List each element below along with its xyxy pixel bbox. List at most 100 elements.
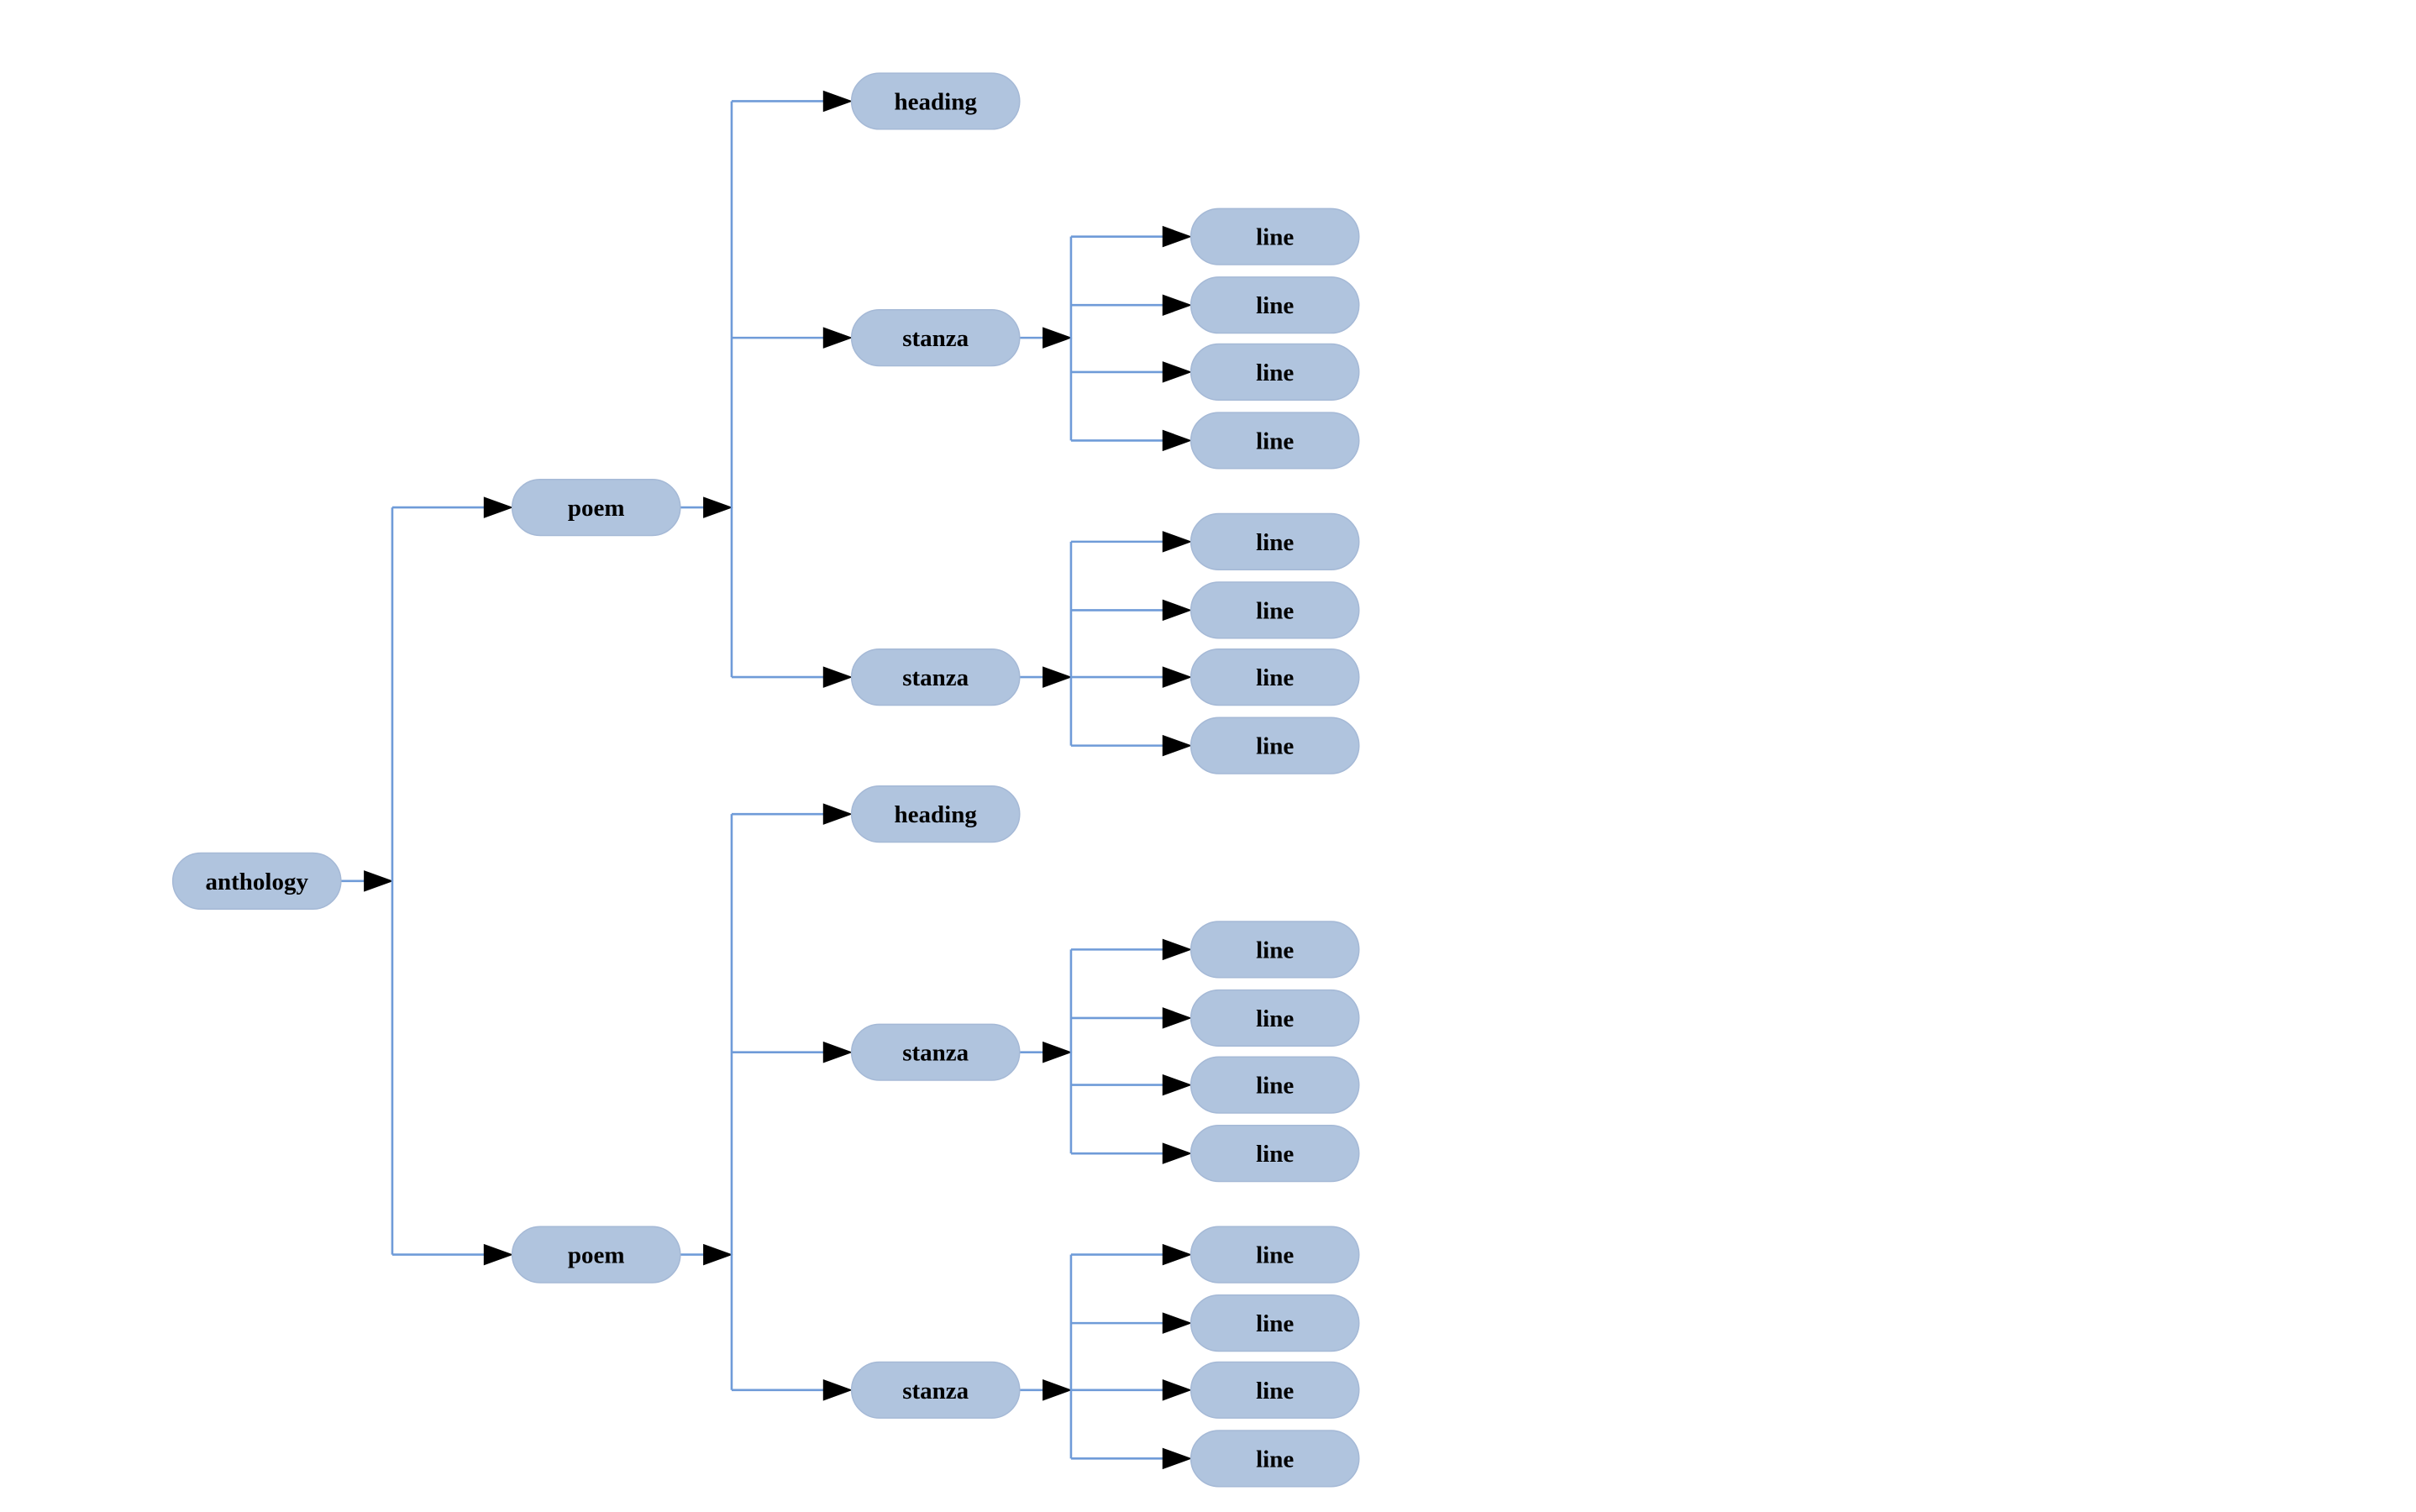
edge-poem-0-branch-arrow-1 bbox=[822, 327, 853, 349]
node-poem-1-stanza-0-line-0: line bbox=[1190, 921, 1360, 979]
node-poem-0-stanza-1: stanza bbox=[850, 648, 1021, 706]
node-poem-1-stanza-0-line-1-shape bbox=[1190, 989, 1360, 1047]
node-poem-1-label: poem bbox=[568, 1242, 625, 1269]
node-poem-1-stanza-0-line-2-label: line bbox=[1256, 1073, 1294, 1100]
node-poem-0: poem bbox=[511, 479, 681, 537]
edge-poem-1-branch-arrow-1 bbox=[822, 1041, 853, 1063]
node-poem-1-stanza-1-line-0-label: line bbox=[1256, 1242, 1294, 1269]
node-poem-0-heading-shape bbox=[850, 72, 1021, 130]
node-poem-1-stanza-0-line-3: line bbox=[1190, 1125, 1360, 1183]
node-poem-0-stanza-0: stanza bbox=[850, 309, 1021, 367]
node-poem-0-stanza-0-line-0: line bbox=[1190, 207, 1360, 265]
node-poem-0-stanza-1-line-2: line bbox=[1190, 648, 1360, 706]
edge-poem-1-stanza-0-branch-arrow-3 bbox=[1162, 1142, 1193, 1164]
edge-poem-0-stanza-1-branch-arrow-1 bbox=[1162, 599, 1193, 622]
edge-poem-0-stanza-0-branch-arrow-2 bbox=[1162, 361, 1193, 383]
edge-poem-1-stanza-1-branch-arrow-0 bbox=[1162, 1243, 1193, 1266]
edge-poem-0-stanza-0-branch-arrow-0 bbox=[1162, 225, 1193, 248]
edge-poem-1-stanza-0-stub-arrow bbox=[1043, 1041, 1073, 1063]
node-poem-0-stanza-0-label: stanza bbox=[902, 325, 969, 352]
node-poem-1-stanza-1-line-1-shape bbox=[1190, 1294, 1360, 1352]
edge-poem-1-stanza-1-branch-arrow-3 bbox=[1162, 1447, 1193, 1470]
edge-anthology-branch-arrow-0 bbox=[483, 496, 514, 518]
node-poem-1-stanza-1-line-2-shape bbox=[1190, 1361, 1360, 1419]
node-poem-0-stanza-1-label: stanza bbox=[902, 664, 969, 691]
edge-poem-1-branch-arrow-2 bbox=[822, 1379, 853, 1401]
node-poem-1-stanza-0-line-0-label: line bbox=[1256, 937, 1294, 963]
node-poem-0-stanza-1-line-2-shape bbox=[1190, 648, 1360, 706]
edge-poem-1-stanza-0-branch-arrow-2 bbox=[1162, 1074, 1193, 1096]
node-poem-1-stanza-0-line-3-label: line bbox=[1256, 1141, 1294, 1168]
node-poem-1-heading-shape bbox=[850, 785, 1021, 843]
node-poem-0-label: poem bbox=[568, 495, 625, 522]
node-poem-1-stanza-0-line-0-shape bbox=[1190, 921, 1360, 979]
node-poem-1-stanza-1-line-3: line bbox=[1190, 1430, 1360, 1488]
node-poem-0-stanza-0-line-0-label: line bbox=[1256, 224, 1294, 251]
edges-layer bbox=[340, 90, 1193, 1470]
node-poem-0-stanza-0-line-3-label: line bbox=[1256, 428, 1294, 454]
edge-anthology-branch-arrow-1 bbox=[483, 1243, 514, 1266]
node-poem-1: poem bbox=[511, 1226, 681, 1284]
node-poem-0-stanza-0-line-0-shape bbox=[1190, 207, 1360, 265]
node-poem-1-stanza-1-line-2-label: line bbox=[1256, 1378, 1294, 1404]
node-poem-0-stanza-0-line-2-shape bbox=[1190, 343, 1360, 401]
node-poem-0-stanza-0-shape bbox=[850, 309, 1021, 367]
edge-poem-1-branch-arrow-0 bbox=[822, 803, 853, 825]
node-poem-0-stanza-0-line-2-label: line bbox=[1256, 360, 1294, 386]
node-anthology-shape bbox=[171, 852, 342, 910]
node-poem-0-stanza-1-line-3-shape bbox=[1190, 717, 1360, 774]
edge-poem-1-stanza-0-branch-arrow-1 bbox=[1162, 1007, 1193, 1029]
node-poem-1-stanza-0: stanza bbox=[850, 1023, 1021, 1081]
nodes-layer: anthology poem heading stanza line line line li… bbox=[171, 72, 1360, 1488]
edge-poem-0-stanza-0-stub-arrow bbox=[1043, 327, 1073, 349]
node-poem-0-stanza-1-line-0-shape bbox=[1190, 512, 1360, 570]
node-poem-0-heading-label: heading bbox=[895, 88, 978, 115]
node-poem-1-stanza-1-label: stanza bbox=[902, 1378, 969, 1404]
edge-poem-1-stub-arrow bbox=[703, 1243, 733, 1266]
node-poem-1-stanza-1: stanza bbox=[850, 1361, 1021, 1419]
node-poem-1-stanza-1-line-0: line bbox=[1190, 1226, 1360, 1284]
node-poem-0-stanza-1-shape bbox=[850, 648, 1021, 706]
edge-poem-0-branch-arrow-0 bbox=[822, 90, 853, 113]
node-poem-1-stanza-1-line-0-shape bbox=[1190, 1226, 1360, 1284]
node-poem-1-stanza-1-line-1-label: line bbox=[1256, 1310, 1294, 1337]
node-poem-0-heading: heading bbox=[850, 72, 1021, 130]
node-anthology: anthology bbox=[171, 852, 342, 910]
node-poem-1-stanza-1-line-1: line bbox=[1190, 1294, 1360, 1352]
node-poem-1-stanza-0-line-2: line bbox=[1190, 1056, 1360, 1114]
edge-poem-0-stub-arrow bbox=[703, 496, 733, 518]
node-poem-0-stanza-1-line-3: line bbox=[1190, 717, 1360, 774]
node-poem-1-shape bbox=[511, 1226, 681, 1284]
edge-poem-0-stanza-1-branch-arrow-0 bbox=[1162, 531, 1193, 553]
node-poem-0-stanza-1-line-0-label: line bbox=[1256, 529, 1294, 556]
edge-poem-0-stanza-1-stub-arrow bbox=[1043, 666, 1073, 688]
node-poem-1-heading-label: heading bbox=[895, 801, 978, 828]
node-poem-0-stanza-0-line-1-label: line bbox=[1256, 292, 1294, 319]
node-poem-1-heading: heading bbox=[850, 785, 1021, 843]
edge-poem-0-stanza-1-branch-arrow-2 bbox=[1162, 666, 1193, 688]
node-poem-0-stanza-1-line-3-label: line bbox=[1256, 733, 1294, 760]
node-poem-1-stanza-1-line-2: line bbox=[1190, 1361, 1360, 1419]
node-poem-1-stanza-0-line-1: line bbox=[1190, 989, 1360, 1047]
node-poem-0-stanza-1-line-2-label: line bbox=[1256, 664, 1294, 691]
node-poem-1-stanza-0-line-1-label: line bbox=[1256, 1005, 1294, 1032]
node-poem-0-stanza-0-line-2: line bbox=[1190, 343, 1360, 401]
node-poem-0-stanza-1-line-0: line bbox=[1190, 512, 1360, 570]
node-poem-1-stanza-0-line-3-shape bbox=[1190, 1125, 1360, 1183]
node-anthology-label: anthology bbox=[206, 869, 309, 895]
edge-poem-1-stanza-1-branch-arrow-1 bbox=[1162, 1312, 1193, 1334]
node-poem-0-stanza-0-line-3: line bbox=[1190, 412, 1360, 470]
edge-poem-1-stanza-1-branch-arrow-2 bbox=[1162, 1379, 1193, 1401]
edge-poem-0-stanza-1-branch-arrow-3 bbox=[1162, 734, 1193, 757]
node-poem-0-shape bbox=[511, 479, 681, 537]
node-poem-0-stanza-1-line-1-shape bbox=[1190, 581, 1360, 639]
edge-poem-0-stanza-0-branch-arrow-1 bbox=[1162, 294, 1193, 316]
node-poem-1-stanza-0-label: stanza bbox=[902, 1040, 969, 1067]
node-poem-1-stanza-1-line-3-shape bbox=[1190, 1430, 1360, 1488]
edge-poem-1-stanza-0-branch-arrow-0 bbox=[1162, 938, 1193, 961]
node-poem-0-stanza-1-line-1-label: line bbox=[1256, 597, 1294, 624]
node-poem-1-stanza-0-shape bbox=[850, 1023, 1021, 1081]
node-poem-0-stanza-1-line-1: line bbox=[1190, 581, 1360, 639]
node-poem-1-stanza-1-shape bbox=[850, 1361, 1021, 1419]
